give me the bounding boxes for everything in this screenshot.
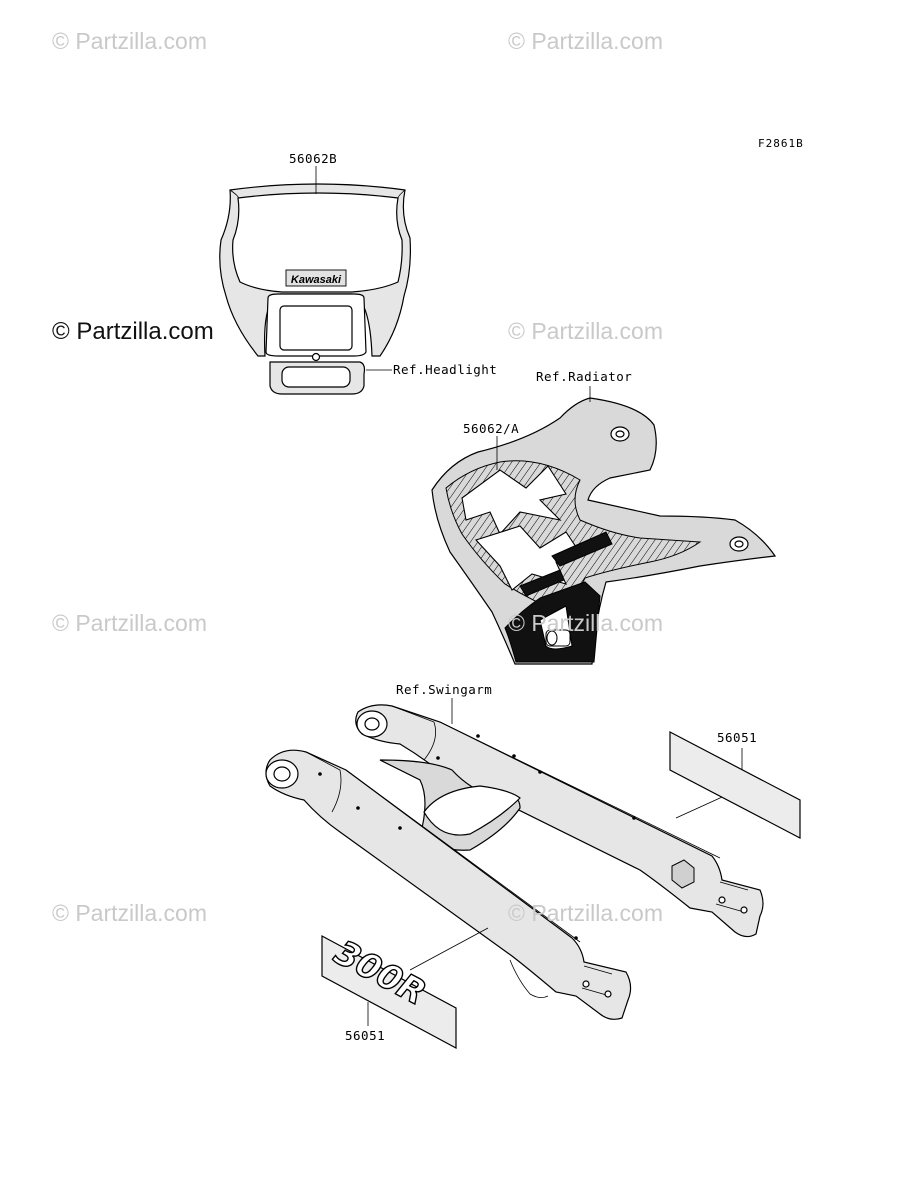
watermark: © Partzilla.com	[52, 28, 207, 54]
swingarm-drawing	[265, 698, 764, 1020]
number-plate-logo: Kawasaki	[291, 274, 342, 286]
watermark: © Partzilla.com	[508, 610, 663, 636]
callout-swingarm-decal-left[interactable]: 56051	[345, 1028, 386, 1043]
callout-shroud-decal[interactable]: 56062/A	[463, 421, 520, 436]
figure-id: F2861B	[758, 137, 804, 150]
watermark: © Partzilla.com	[52, 900, 207, 926]
watermark: © Partzilla.com	[508, 900, 663, 926]
watermark-strong: © Partzilla.com	[52, 318, 214, 345]
swingarm-decal-left: 300R	[321, 932, 457, 1050]
callout-swingarm-ref[interactable]: Ref.Swingarm	[396, 682, 493, 697]
number-plate-drawing: Kawasaki	[219, 166, 411, 395]
callout-headlight-ref[interactable]: Ref.Headlight	[393, 362, 498, 377]
watermark: © Partzilla.com	[508, 28, 663, 54]
callout-swingarm-decal-right[interactable]: 56051	[717, 730, 758, 745]
callout-number-plate[interactable]: 56062B	[289, 151, 338, 166]
callout-radiator-ref[interactable]: Ref.Radiator	[536, 369, 633, 384]
swingarm-decal-right	[669, 731, 801, 839]
radiator-shroud-drawing	[431, 386, 777, 665]
watermark: © Partzilla.com	[508, 318, 663, 344]
watermark: © Partzilla.com	[52, 610, 207, 636]
